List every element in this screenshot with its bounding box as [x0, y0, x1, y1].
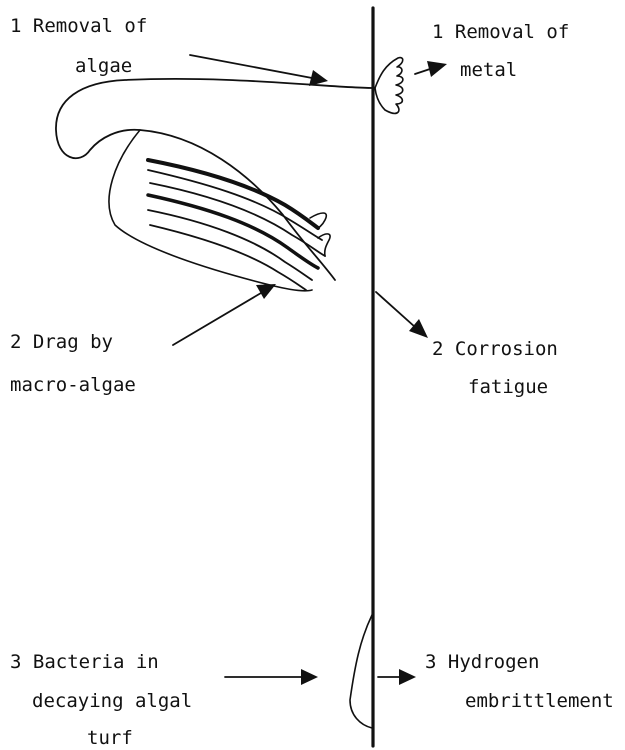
label-removal-metal: 1 Removal of metal [432, 21, 581, 81]
alga-frond [148, 170, 322, 240]
label-removal-algae: 1 Removal of algae [10, 15, 159, 77]
label-hydrogen: 3 Hydrogen embrittlement [425, 651, 614, 712]
label-drag: 2 Drag by macro-algae [10, 331, 136, 396]
label-bacteria: 3 Bacteria in decaying algal turf [10, 651, 204, 749]
macro-alga [56, 58, 403, 291]
label-corrosion: 2 Corrosion fatigue [432, 338, 569, 398]
algal-turf-patch [350, 615, 372, 728]
arrow-drag [173, 284, 276, 345]
alga-holdfast [375, 58, 403, 114]
arrow-removal-metal [415, 61, 447, 77]
alga-stipe [56, 79, 375, 280]
arrow-corrosion [376, 292, 428, 338]
arrow-hydrogen [378, 669, 416, 685]
arrow-bacteria [225, 669, 318, 685]
alga-frond [150, 225, 306, 290]
